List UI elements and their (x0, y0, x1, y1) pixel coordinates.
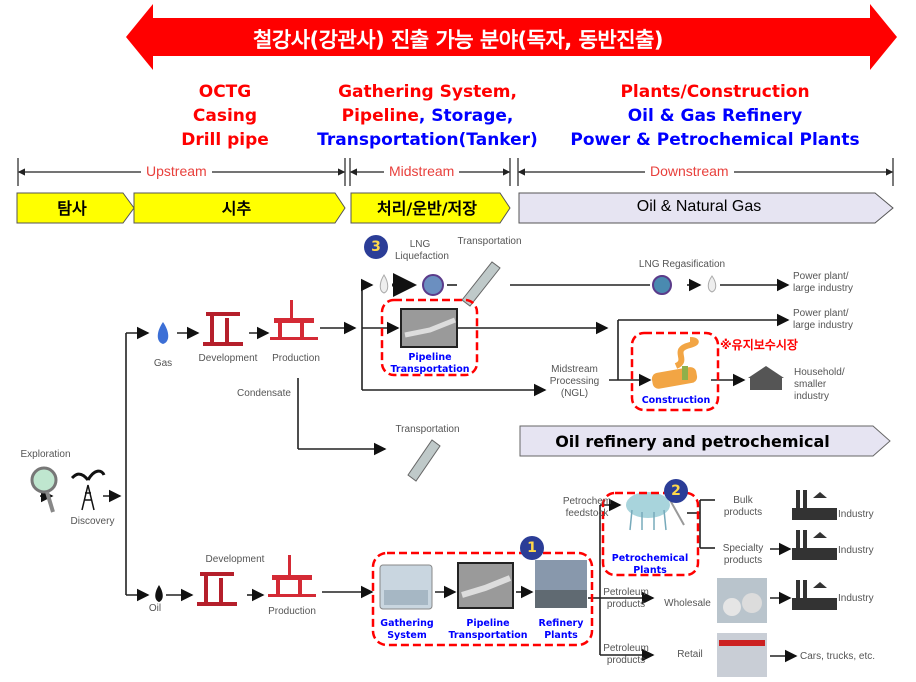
downstream-products: Plants/Construction Oil & Gas Refinery P… (555, 80, 875, 152)
regas-flame-icon (707, 275, 717, 293)
petrochemical-plant-icon (626, 492, 685, 531)
product-octg: OCTG (198, 82, 252, 102)
lng-flame-icon (379, 274, 389, 294)
midstream-products: Gathering System, Pipeline, Storage, Tra… (305, 80, 550, 152)
lng-tanker-icon (461, 261, 501, 307)
product-casing: Casing (192, 106, 258, 126)
magnifier-icon (30, 466, 58, 513)
liquefaction-globe-icon (422, 274, 444, 296)
label-industry-3: Industry (838, 593, 874, 604)
label-oil: Oil (148, 603, 162, 614)
highlight-label-construction: Construction (641, 395, 711, 406)
upstream-products: OCTG Casing Drill pipe (155, 80, 295, 152)
refinery-segment-label: Oil refinery and petrochemical (555, 431, 830, 451)
pumpjack-icon (197, 572, 237, 606)
highlight-label-gathering: Gathering System (380, 618, 434, 641)
stage-chevrons (16, 192, 894, 224)
badge-1: 1 (520, 536, 544, 560)
retail-image (717, 633, 767, 677)
label-power-plant-1: Power plant/ large industry (793, 271, 854, 294)
label-development-oil: Development (205, 554, 265, 565)
product-refinery: Oil & Gas Refinery (627, 106, 803, 126)
highlight-construction (630, 331, 720, 412)
product-drill-pipe: Drill pipe (181, 130, 269, 150)
product-plants-construction: Plants/Construction (620, 82, 810, 102)
label-petrochem-feedstock: Petrochem feedstock (562, 496, 612, 519)
label-industry-2: Industry (838, 545, 874, 556)
banner-title: 철강사(강관사) 진출 가능 분야(독자, 동반진출) (253, 28, 663, 52)
label-gas: Gas (153, 358, 173, 369)
gas-flame-icon (157, 322, 169, 344)
product-power-petrochem: Power & Petrochemical Plants (570, 130, 860, 150)
industry-icon (792, 490, 837, 520)
label-petroleum-products-2: Petroleum products (603, 643, 649, 666)
label-condensate: Condensate (237, 388, 291, 399)
label-cars-trucks: Cars, trucks, etc. (800, 651, 876, 662)
label-power-plant-2: Power plant/ large industry (793, 308, 854, 331)
label-household: Household/ smaller industry (794, 367, 845, 402)
label-lng-liquefaction: LNG Liquefaction (395, 239, 449, 262)
badge-3: 3 (364, 235, 388, 259)
stage-drilling-shape (133, 192, 346, 224)
stage-exploration-shape (16, 192, 135, 224)
market-scope-banner (126, 4, 897, 70)
label-transportation-lng: Transportation (457, 236, 522, 247)
product-transportation: Transportation(Tanker) (317, 130, 538, 150)
oil-drop-icon (155, 585, 163, 602)
label-development-gas: Development (198, 353, 258, 364)
stream-spans (17, 158, 894, 186)
stage-drilling: 시추 (221, 199, 252, 218)
stage-exploration: 탐사 (57, 199, 87, 218)
pumpjack-icon (203, 312, 243, 346)
offshore-rig-icon (268, 555, 316, 597)
label-petroleum-products-1: Petroleum products (603, 587, 649, 610)
label-bulk-products: Bulk products (723, 495, 763, 518)
double-arrow-shape (126, 4, 897, 70)
midstream-label: Midstream (384, 163, 460, 179)
offshore-rig-icon (270, 300, 318, 340)
label-industry-1: Industry (838, 509, 874, 520)
label-discovery: Discovery (70, 516, 115, 527)
industry-icon (792, 530, 837, 560)
product-pipeline: Pipeline (341, 106, 419, 126)
label-transportation-condensate: Transportation (395, 424, 460, 435)
construction-pipe-icon (651, 337, 699, 389)
oil-gusher-icon (70, 469, 106, 511)
highlight-label-oil-pipeline: Pipeline Transportation (448, 618, 528, 641)
stage-oil-gas: Oil & Natural Gas (636, 198, 762, 215)
label-wholesale: Wholesale (664, 598, 711, 609)
product-storage: , Storage, (418, 106, 514, 126)
downstream-label: Downstream (645, 163, 734, 179)
industry-icon (792, 580, 837, 610)
label-production-oil: Production (268, 606, 316, 617)
highlight-label-refinery: Refinery Plants (538, 618, 584, 641)
label-lng-regasification: LNG Regasification (638, 259, 726, 270)
stage-processing-shape (350, 192, 511, 224)
stage-oil-gas-shape (518, 192, 894, 224)
upstream-label: Upstream (141, 163, 212, 179)
badge-2: 2 (664, 479, 688, 503)
refinery-chevron (519, 425, 891, 457)
condensate-tanker-icon (407, 439, 441, 482)
product-gathering: Gathering System, (338, 82, 517, 102)
label-retail: Retail (677, 649, 703, 660)
highlight-gas-pipeline (380, 298, 479, 377)
stage-processing: 처리/운반/저장 (376, 199, 477, 218)
label-midstream-processing: Midstream Processing (NGL) (549, 364, 600, 399)
label-specialty-products: Specialty products (722, 543, 764, 566)
label-exploration: Exploration (20, 449, 71, 460)
maintenance-market-note: ※유지보수시장 (720, 338, 798, 352)
label-production-gas: Production (272, 353, 320, 364)
highlight-label-petrochemical: Petrochemical Plants (611, 553, 689, 576)
highlight-oil-midstream (371, 551, 594, 647)
house-icon (748, 366, 784, 390)
regasification-globe-icon (652, 275, 672, 295)
highlight-label-gas-pipeline: Pipeline Transportation (390, 352, 470, 375)
